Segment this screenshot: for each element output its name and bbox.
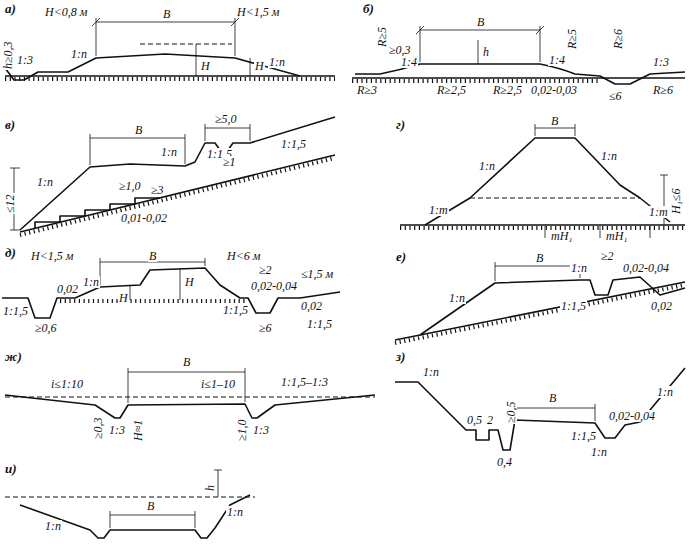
dimension-label: ≥2: [600, 250, 615, 262]
dimension-label: 0,4: [496, 456, 513, 468]
dimension-label: 0,02-0,04: [622, 262, 670, 274]
dimension-label: H<0,8 м: [44, 6, 88, 18]
dimension-label: 1:1,5: [306, 318, 333, 330]
dimension-label: H≈1: [132, 419, 144, 442]
panel-letter: и): [4, 462, 18, 475]
dimension-label: 1:n: [570, 262, 588, 274]
panel-letter: б): [362, 2, 375, 15]
dimension-label: R≥6: [612, 28, 624, 50]
dimension-label: ≥5,0: [214, 113, 238, 125]
dimension-label: 1:1,5: [570, 430, 597, 442]
dimension-label: H: [200, 60, 211, 72]
dimension-label: 1:3: [16, 54, 34, 66]
dimension-label: B: [134, 124, 143, 136]
dimension-label: ≥3: [150, 184, 165, 196]
dimension-label: 1:n: [44, 520, 62, 532]
dimension-label: H: [184, 276, 195, 288]
dimension-label: i≤1:10: [50, 378, 84, 390]
dimension-label: 1:4: [548, 54, 566, 66]
dimension-label: R≥2,5: [492, 84, 523, 96]
dimension-label: ≥0,5: [505, 400, 517, 424]
panel-letter: з): [395, 350, 406, 363]
dimension-label: 1:1,5: [560, 300, 587, 312]
dimension-label: 1:1,5: [222, 304, 249, 316]
dimension-label: ≥0,3: [388, 44, 412, 56]
dimension-label: H: [118, 292, 129, 304]
dimension-label: 1:4: [400, 56, 418, 68]
dimension-label: h: [482, 46, 490, 58]
dimension-label: mH₁: [605, 230, 629, 242]
dimension-label: ≤6: [608, 90, 623, 102]
dimension-label: H<1,5 м: [236, 6, 280, 18]
dimension-label: 1:3: [108, 424, 126, 436]
dimension-label: R≥2,5: [436, 84, 467, 96]
dimension-label: R≥6: [652, 84, 674, 96]
panel-letter: в): [4, 118, 16, 131]
dimension-label: 1:1,5: [2, 305, 29, 317]
dimension-label: 1:3: [252, 424, 270, 436]
dimension-label: B: [548, 392, 557, 404]
dimension-label: B: [146, 500, 155, 512]
dimension-label: 1:n: [590, 446, 608, 458]
dimension-label: B: [148, 250, 157, 262]
panel-letter: ж): [4, 350, 23, 363]
dimension-label: H: [254, 60, 265, 72]
dimension-label: 0,02: [56, 283, 79, 295]
dimension-label: 1:n: [70, 48, 88, 60]
dimension-label: 0,01-0,02: [120, 212, 168, 224]
dimension-label: B: [550, 115, 559, 127]
dimension-label: B: [535, 252, 544, 264]
dimension-label: B: [182, 356, 191, 368]
dimension-label: 1:1,5: [280, 138, 307, 150]
dimension-label: 1:m: [428, 204, 449, 216]
dimension-label: R≥5: [376, 26, 388, 48]
dimension-label: 0,02: [300, 300, 323, 312]
dimension-label: 2: [486, 414, 494, 426]
dimension-label: B: [162, 8, 171, 20]
dimension-label: i≤1–10: [200, 378, 236, 390]
dimension-label: 1:1,5–1:3: [280, 376, 329, 388]
dimension-label: 1:n: [656, 386, 674, 398]
dimension-label: 0,02-0,04: [250, 280, 298, 292]
dimension-label: 1:n: [268, 56, 286, 68]
dimension-label: 1:n: [82, 276, 100, 288]
dimension-label: 1:3: [652, 56, 670, 68]
dimension-label: 1:n: [160, 146, 178, 158]
dimension-label: 1:n: [600, 150, 618, 162]
panel-letter: д): [4, 246, 17, 259]
dimension-label: h: [204, 484, 216, 492]
panel-letter: а): [4, 2, 17, 15]
dimension-label: 0,02: [650, 300, 673, 312]
dimension-label: 1:n: [422, 366, 440, 378]
dimension-label: ≤1,5 м: [300, 268, 334, 280]
dimension-label: ≥0,6: [34, 322, 58, 334]
dimension-label: 0,02-0,04: [608, 410, 656, 422]
dimension-label: 1:n: [448, 292, 466, 304]
dimension-label: R≥3: [356, 84, 378, 96]
dimension-label: H<1,5 м: [30, 250, 74, 262]
dimension-label: ≥1,0: [236, 418, 248, 442]
panel-letter: г): [395, 118, 406, 131]
dimension-label: 0,02-0,03: [530, 84, 578, 96]
dimension-label: R≥5: [566, 28, 578, 50]
dimension-label: ≤12: [4, 193, 16, 214]
dimension-label: B: [476, 16, 485, 28]
dimension-label: 1:n: [478, 160, 496, 172]
dimension-label: ≥6: [258, 322, 273, 334]
dimension-label: 0,5: [466, 414, 483, 426]
panel-letter: е): [395, 250, 407, 263]
dimension-label: 1:m: [648, 206, 669, 218]
dimension-label: H₁≤6: [670, 188, 682, 215]
dimension-label: ≥1,0: [118, 180, 142, 192]
dimension-label: ≥1: [222, 156, 237, 168]
dimension-label: 1:n: [226, 506, 244, 518]
dimension-label: ≥2: [258, 264, 273, 276]
dimension-label: mH₁: [550, 230, 574, 242]
dimension-label: h≥0,3: [2, 40, 14, 70]
dimension-label: 1:n: [36, 176, 54, 188]
dimension-label: ≥0,3: [92, 416, 104, 440]
dimension-label: H<6 м: [226, 250, 261, 262]
